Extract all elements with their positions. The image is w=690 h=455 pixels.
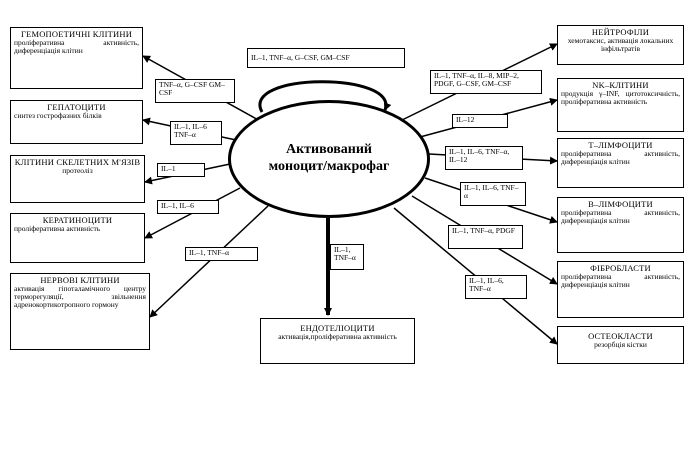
edge-label-skeletal-muscle: IL–1 (157, 163, 205, 177)
target-neutrophils: НЕЙТРОФІЛИ хемотаксис, активація локальн… (557, 25, 684, 65)
target-desc: проліферативна активність, диференціація… (14, 37, 139, 55)
target-title: КЛІТИНИ СКЕЛЕТНИХ М'ЯЗІВ (14, 157, 141, 167)
target-hemopoietic-cells: ГЕМОПОЕТИЧНІ КЛІТИНИ проліферативна акти… (10, 27, 143, 89)
target-keratinocytes: КЕРАТИНОЦИТИ проліферативна активність (10, 213, 145, 263)
target-t-lymphocytes: Т–ЛІМФОЦИТИ проліферативна активність, д… (557, 138, 684, 188)
arrow-to-nerve-cells (149, 205, 269, 318)
activated-monocyte-macrophage-node: Активований моноцит/макрофаг (228, 100, 430, 218)
target-desc: проліферативна активність, диференціація… (561, 271, 680, 289)
target-title: Т–ЛІМФОЦИТИ (588, 140, 653, 150)
target-title: КЕРАТИНОЦИТИ (42, 215, 113, 225)
target-desc: активація,проліферативна активність (278, 331, 397, 341)
target-title: В–ЛІМФОЦИТИ (588, 199, 653, 209)
edge-label-neutrophils: IL–1, TNF–α, IL–8, MIP–2, PDGF, G–CSF, G… (430, 70, 542, 94)
target-desc: хемотаксис, активація локальних інфільтр… (567, 35, 674, 53)
target-title: ГЕМОПОЕТИЧНІ КЛІТИНИ (20, 29, 133, 39)
target-endotheliocytes: ЕНДОТЕЛІОЦИТИ активація,проліферативна а… (260, 318, 415, 364)
edge-label-t-lymphocytes: IL–1, IL–6, TNF–α, IL–12 (445, 146, 523, 170)
edge-label-b-lymphocytes: IL–1, IL–6, TNF–α (460, 182, 526, 206)
target-desc: активація гіпоталамічного центру терморе… (14, 283, 146, 309)
target-osteoclasts: ОСТЕОКЛАСТИ резорбція кістки (557, 326, 684, 364)
target-title: ФІБРОБЛАСТИ (590, 263, 651, 273)
edge-label-osteoclasts: IL–1, IL–6, TNF–α (465, 275, 527, 299)
target-title: НЕРВОВІ КЛІТИНИ (40, 275, 120, 285)
edge-label-nerve-cells: IL–1, TNF–α (185, 247, 258, 261)
center-line-1: Активований (286, 142, 372, 158)
target-desc: продукція γ–INF, цитотоксичність, проліф… (561, 88, 680, 106)
center-line-2: моноцит/макрофаг (268, 159, 390, 174)
edge-label-endotheliocytes: IL–1, TNF–α (330, 244, 364, 270)
target-fibroblasts: ФІБРОБЛАСТИ проліферативна активність, д… (557, 261, 684, 318)
edge-label-fibroblasts: IL–1, TNF–α, PDGF (448, 225, 523, 249)
target-desc: проліферативна активність, диференціація… (561, 207, 680, 225)
target-desc: протеоліз (62, 165, 93, 175)
edge-label-hepatocytes: IL–1, IL–6 TNF–α (170, 121, 222, 145)
target-skeletal-muscle-cells: КЛІТИНИ СКЕЛЕТНИХ М'ЯЗІВ протеоліз (10, 155, 145, 203)
target-title: ОСТЕОКЛАСТИ (588, 331, 653, 341)
target-hepatocytes: ГЕПАТОЦИТИ синтез гострофазних білків (10, 100, 143, 144)
target-title: НЕЙТРОФІЛИ (591, 27, 650, 37)
target-desc: проліферативна активність (14, 223, 101, 233)
self-loop-arrow (258, 80, 392, 113)
edge-label-keratinocytes: IL–1, IL–6 (157, 200, 219, 214)
target-title: ЕНДОТЕЛІОЦИТИ (300, 323, 375, 333)
target-b-lymphocytes: В–ЛІМФОЦИТИ проліферативна активність, д… (557, 197, 684, 253)
target-title: ГЕПАТОЦИТИ (47, 102, 106, 112)
self-loop-label: IL–1, TNF–α, G–CSF, GM–CSF (247, 48, 405, 68)
edge-label-nk-cells: IL–12 (452, 114, 508, 128)
target-nerve-cells: НЕРВОВІ КЛІТИНИ активація гіпоталамічног… (10, 273, 150, 350)
target-nk-cells: NK–КЛІТИНИ продукція γ–INF, цитотоксичні… (557, 78, 684, 132)
target-desc: синтез гострофазних білків (14, 110, 102, 120)
edge-label-hemopoietic: TNF–α, G–CSF GM–CSF (155, 79, 235, 103)
target-desc: проліферативна активність, диференціація… (561, 148, 680, 166)
target-title: NK–КЛІТИНИ (592, 80, 649, 90)
target-desc: резорбція кістки (594, 339, 647, 349)
